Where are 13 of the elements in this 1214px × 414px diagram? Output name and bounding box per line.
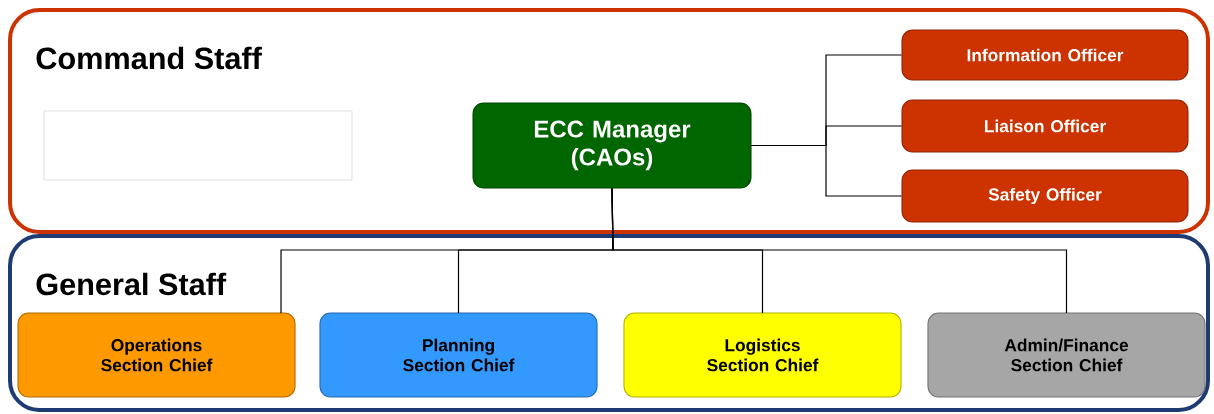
role-box: Liaison Officer bbox=[901, 99, 1189, 153]
role-box: Planning Section Chief bbox=[319, 312, 598, 398]
role-box: Safety Officer bbox=[901, 169, 1189, 223]
role-box: Logistics Section Chief bbox=[623, 312, 902, 398]
panel-heading: General Staff bbox=[36, 272, 227, 296]
role-box: ECC Manager (CAOs) bbox=[472, 102, 752, 189]
empty-box bbox=[43, 110, 353, 181]
panel-heading: Command Staff bbox=[36, 46, 262, 70]
connector-line bbox=[750, 144, 903, 197]
role-box: Admin/Finance Section Chief bbox=[927, 312, 1206, 398]
role-box: Information Officer bbox=[901, 29, 1189, 81]
role-box: Operations Section Chief bbox=[17, 312, 296, 398]
connector-line bbox=[611, 187, 1068, 314]
